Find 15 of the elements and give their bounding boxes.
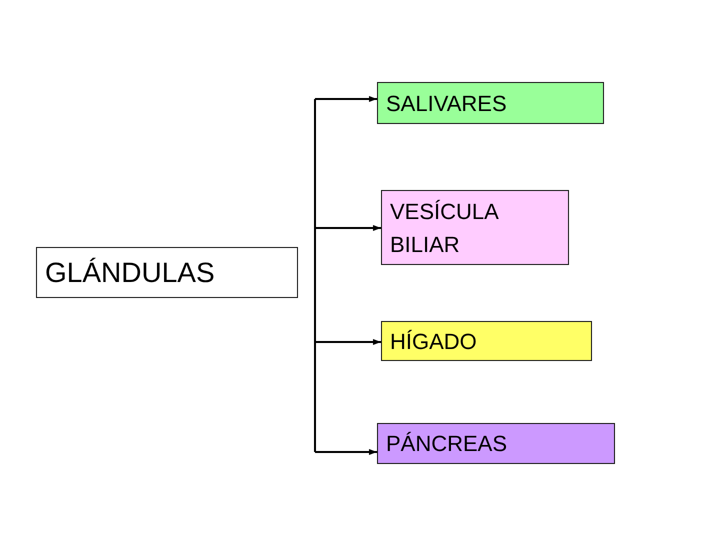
term-label: VESÍCULA BILIAR — [390, 198, 500, 258]
category-box — [36, 247, 298, 298]
arrow — [315, 449, 377, 455]
term-label: GLÁNDULAS — [45, 256, 215, 290]
term-label: SALIVARES — [386, 90, 507, 118]
term-label: HÍGADO — [390, 328, 477, 356]
term-label: PÁNCREAS — [386, 430, 508, 458]
term-box — [377, 423, 615, 464]
term-box — [377, 82, 604, 124]
arrow — [315, 225, 381, 231]
arrow — [315, 339, 381, 345]
term-box — [381, 321, 592, 361]
term-box — [381, 190, 569, 265]
arrow — [315, 96, 377, 102]
bracket-line — [314, 99, 316, 452]
